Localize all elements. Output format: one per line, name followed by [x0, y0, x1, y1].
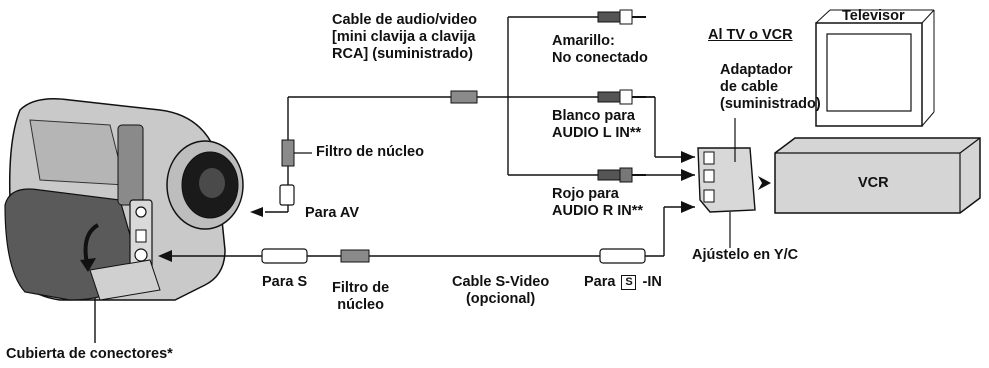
label-vcr: VCR [858, 175, 889, 191]
label-blanco: Blanco para AUDIO L IN** [552, 108, 642, 141]
vcr-illustration [774, 137, 981, 214]
label-adaptador: Adaptador de cable (suministrado) [720, 62, 821, 112]
label-cubierta: Cubierta de conectores* [6, 346, 173, 362]
label-cable-svideo: Cable S-Video (opcional) [452, 274, 550, 307]
av-plug [279, 184, 295, 206]
rca-plug-yellow [597, 9, 646, 25]
label-cable-av: Cable de audio/video [mini clavija a cla… [332, 12, 478, 62]
label-televisor: Televisor [842, 8, 905, 24]
rca-plug-white [597, 89, 646, 105]
cable-adapter [697, 118, 756, 248]
label-amarillo: Amarillo: No conectado [552, 33, 648, 66]
s-symbol: S [621, 275, 637, 290]
av-filter-top [450, 90, 478, 104]
svideo-cable [158, 201, 695, 264]
camcorder-illustration [4, 98, 244, 343]
tv-illustration [815, 9, 935, 127]
rca-plug-red [597, 167, 646, 183]
av-filter-core [281, 139, 295, 167]
label-filtro-de-nucleo: Filtro de núcleo [332, 280, 390, 313]
label-para-s: Para S [262, 274, 308, 290]
label-al-tv-vcr: Al TV o VCR [708, 27, 793, 43]
label-rojo: Rojo para AUDIO R IN** [552, 186, 644, 219]
label-para-s-in: Para S -IN [584, 274, 662, 290]
label-ajustelo: Ajústelo en Y/C [692, 247, 799, 263]
label-filtro-nucleo: Filtro de núcleo [316, 144, 424, 160]
label-para-av: Para AV [305, 205, 359, 221]
